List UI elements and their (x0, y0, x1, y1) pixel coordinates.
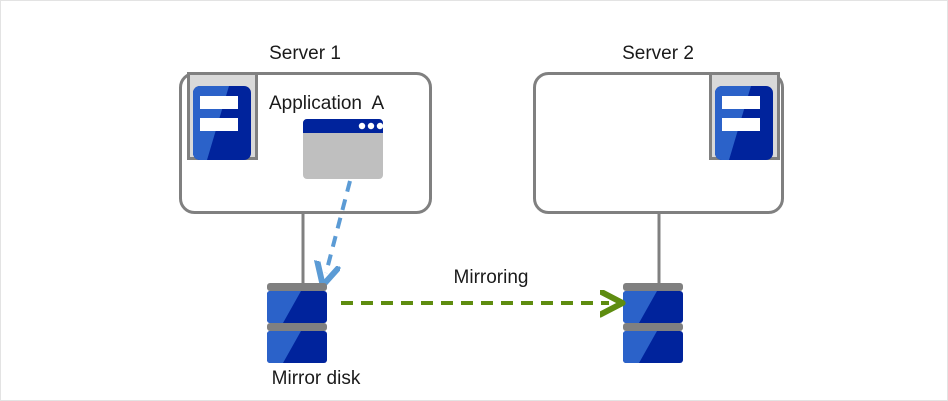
mirroring-label: Mirroring (453, 267, 529, 288)
application-a-label: Application A (269, 93, 385, 114)
server1-title: Server 1 (269, 43, 341, 64)
server1-chip (193, 86, 251, 160)
mirror-disk-2-icon (623, 283, 683, 363)
mirror-disk-1-icon (267, 283, 327, 363)
application-write-arrow (326, 180, 352, 273)
server2-title: Server 2 (622, 43, 694, 64)
application-window-icon (303, 119, 384, 179)
mirror-disk-label: Mirror disk (271, 368, 361, 389)
server2-chip (715, 86, 773, 160)
